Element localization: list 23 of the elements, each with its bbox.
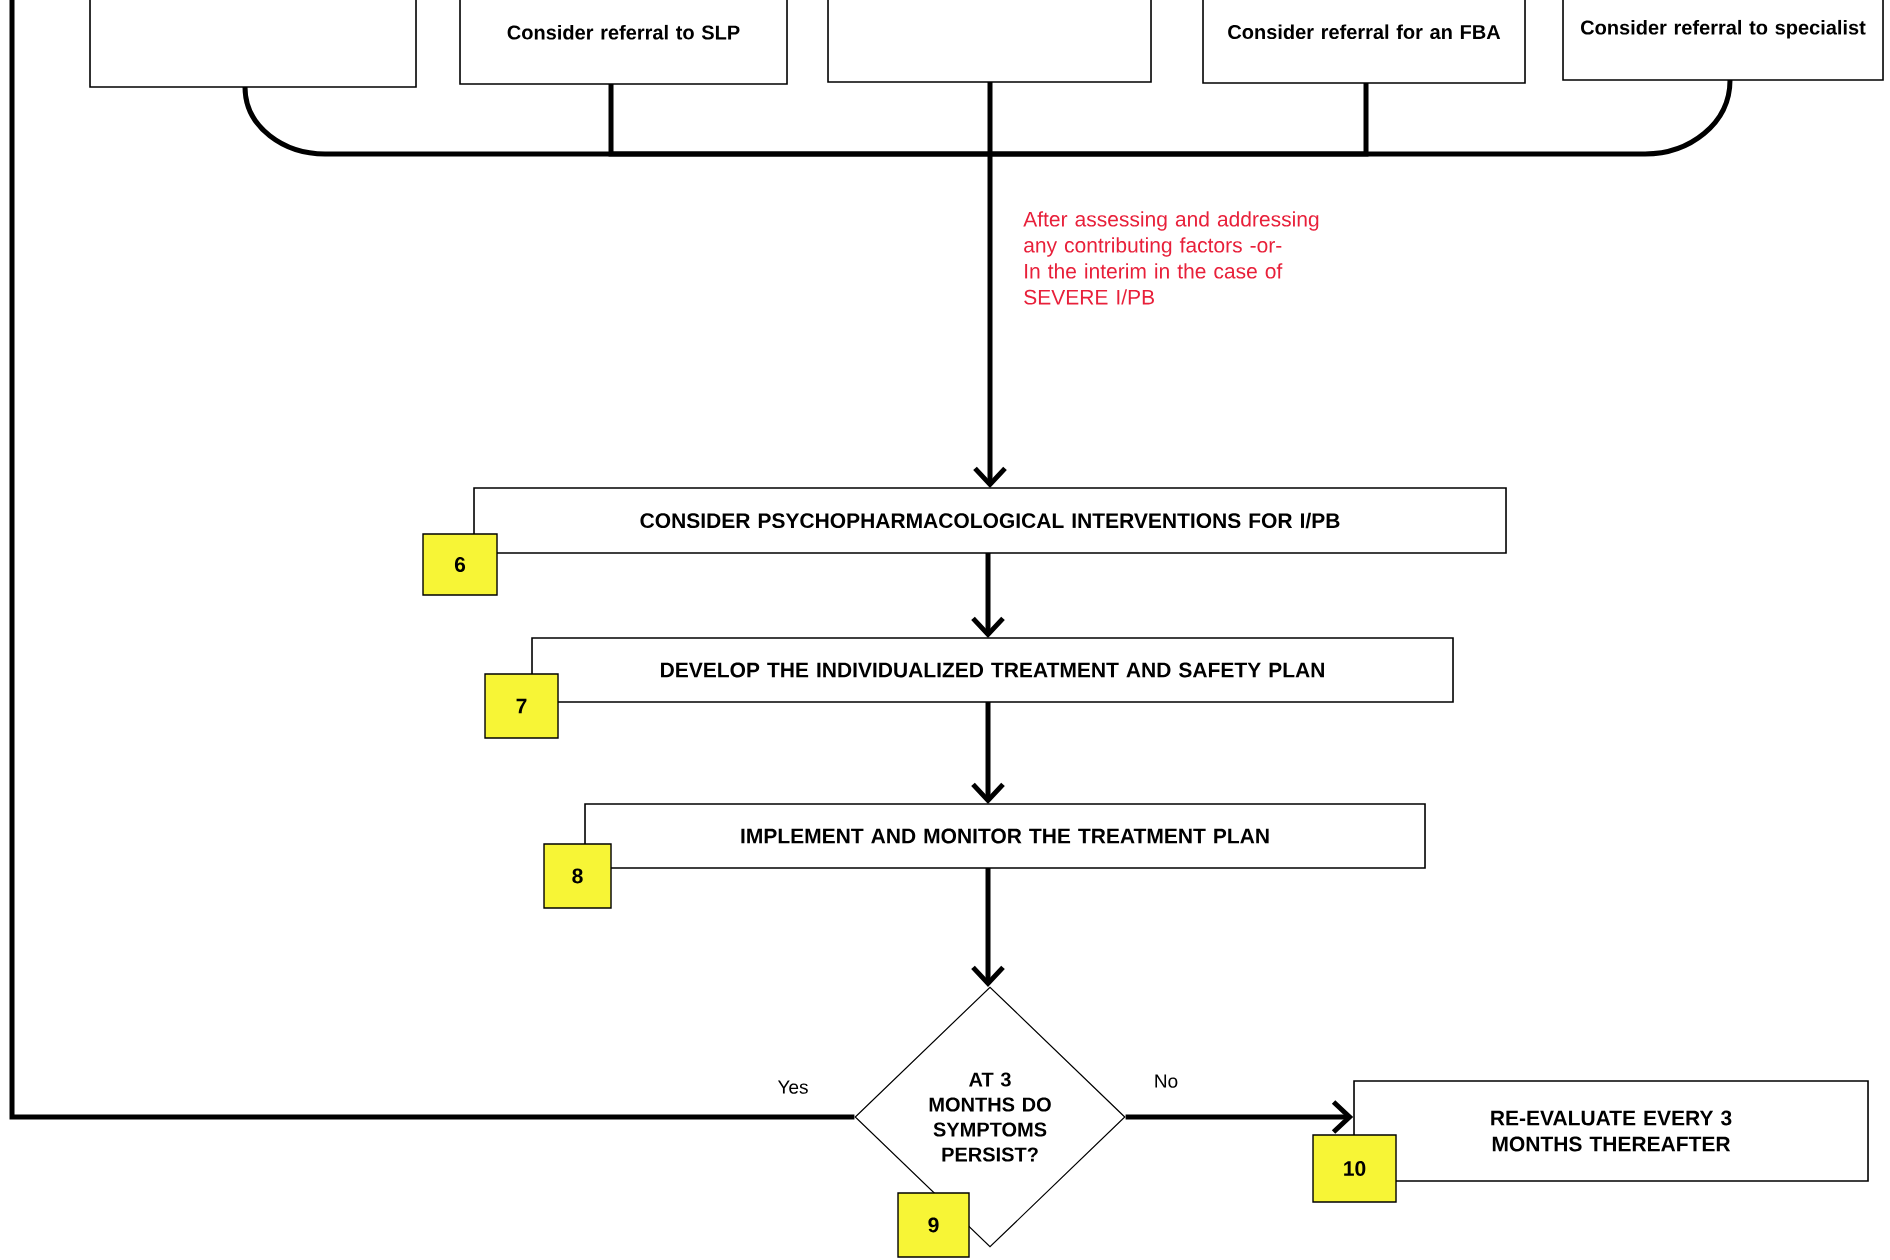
step-number: 7: [484, 673, 559, 739]
step-number: 10: [1312, 1134, 1397, 1203]
edge-label: Yes: [775, 1078, 811, 1096]
arrow: [971, 702, 1005, 804]
process-box: IMPLEMENT AND MONITOR THE TREATMENT PLAN: [584, 803, 1426, 869]
step-number: 9: [897, 1192, 970, 1258]
arrow: [973, 82, 1007, 488]
arrow: [971, 868, 1005, 987]
process-box: CONSIDER PSYCHOPHARMACOLOGICAL INTERVENTIONS FOR I/PB: [473, 487, 1507, 554]
process-box: Consider referral to SLP: [459, 0, 788, 85]
process-box: [89, 0, 417, 88]
process-box: Consider referral to specialist: [1562, 0, 1884, 81]
edge-label: After assessing and addressing any contributing factors -or- In the interim in the case of SEVERE I/PB: [1020, 208, 1337, 308]
step-number: 6: [422, 533, 498, 596]
process-box: DEVELOP THE INDIVIDUALIZED TREATMENT AND SAFETY PLAN: [531, 637, 1454, 703]
process-box: [827, 0, 1152, 83]
process-box: Consider referral for an FBA: [1202, 0, 1526, 84]
connector-line: [608, 84, 990, 157]
arrow: [971, 553, 1005, 638]
step-number: 8: [543, 843, 612, 909]
connector-line: [990, 79, 1733, 157]
arrow: [1125, 1100, 1354, 1134]
edge-label: No: [1151, 1072, 1181, 1090]
